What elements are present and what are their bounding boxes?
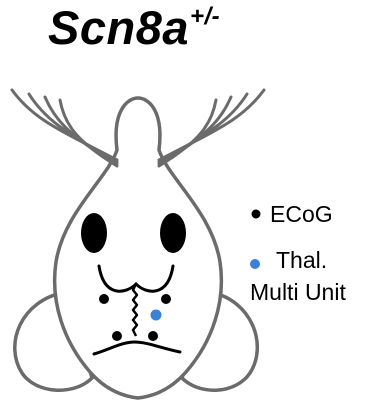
left-eye (81, 213, 107, 253)
legend-ecog-label: ECoG (270, 203, 333, 226)
legend-thalamic-label-line2: Multi Unit (250, 281, 346, 304)
right-eye (160, 213, 186, 253)
legend-thalamic-label-line1: Thal. (276, 249, 327, 272)
ecog-electrode (148, 331, 158, 341)
legend-thalamic-marker (250, 259, 260, 269)
ecog-electrode (99, 294, 109, 304)
head-outline (55, 98, 222, 398)
thalamic-electrode (151, 310, 162, 321)
ecog-electrode (161, 294, 171, 304)
whiskers-left (12, 90, 117, 166)
ecog-electrode (112, 331, 122, 341)
whiskers-right (159, 90, 264, 166)
legend-ecog-marker (252, 210, 261, 219)
